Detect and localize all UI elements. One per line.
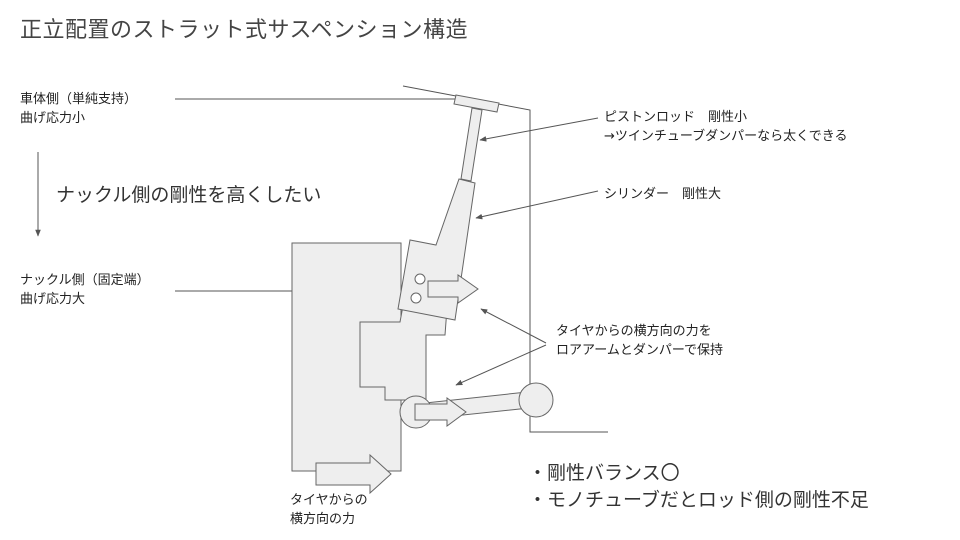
knuckle-side-label: ナックル側（固定端） 曲げ応力大: [20, 271, 150, 309]
tire-force-label: タイヤからの 横方向の力: [290, 491, 368, 529]
piston-rod-label: ピストンロッド 剛性小 →ツインチューブダンパーなら太くできる: [604, 108, 847, 146]
body-side-label-line1: 車体側（単純支持）: [20, 92, 138, 107]
tire-force-label-line1: タイヤからの: [290, 493, 368, 508]
lower-arm-joint: [518, 382, 554, 418]
note-balance: ・剛性バランス〇: [528, 462, 680, 484]
note-monotube: ・モノチューブだとロッド側の剛性不足: [528, 489, 869, 511]
piston-rod-label-line1: ピストンロッド 剛性小: [604, 110, 748, 125]
stiffness-goal-text: ナックル側の剛性を高くしたい: [56, 184, 322, 206]
force-arrow-lowerarm: [414, 397, 467, 427]
lateral-hold-label-line2: ロアアームとダンパーで保持: [556, 343, 724, 358]
force-arrow-tire: [315, 453, 392, 495]
tire-force-label-line2: 横方向の力: [290, 512, 356, 527]
piston-rod: [460, 107, 483, 182]
lateral-callout-lower: [455, 344, 547, 386]
cylinder-label: シリンダー 剛性大: [604, 187, 722, 202]
lateral-callout-upper: [480, 308, 547, 344]
top-mount: [453, 94, 500, 113]
knuckle-side-label-line2: 曲げ応力大: [20, 292, 86, 307]
knuckle-bolt-upper: [414, 273, 426, 285]
lateral-hold-label-line1: タイヤからの横方向の力を: [556, 324, 712, 339]
body-side-label: 車体側（単純支持） 曲げ応力小: [20, 90, 137, 128]
piston-rod-callout: [479, 117, 599, 142]
notes-list: ・剛性バランス〇 ・モノチューブだとロッド側の剛性不足: [528, 460, 869, 514]
piston-rod-label-line2: →ツインチューブダンパーなら太くできる: [604, 129, 848, 144]
cylinder-callout: [475, 190, 599, 220]
force-arrow-knuckle: [427, 274, 479, 304]
page-title: 正立配置のストラット式サスペンション構造: [20, 18, 469, 43]
knuckle-side-label-line1: ナックル側（固定端）: [20, 273, 150, 288]
body-side-label-line2: 曲げ応力小: [20, 111, 86, 126]
lateral-hold-label: タイヤからの横方向の力を ロアアームとダンパーで保持: [556, 322, 723, 360]
knuckle-bolt-lower: [410, 292, 422, 304]
